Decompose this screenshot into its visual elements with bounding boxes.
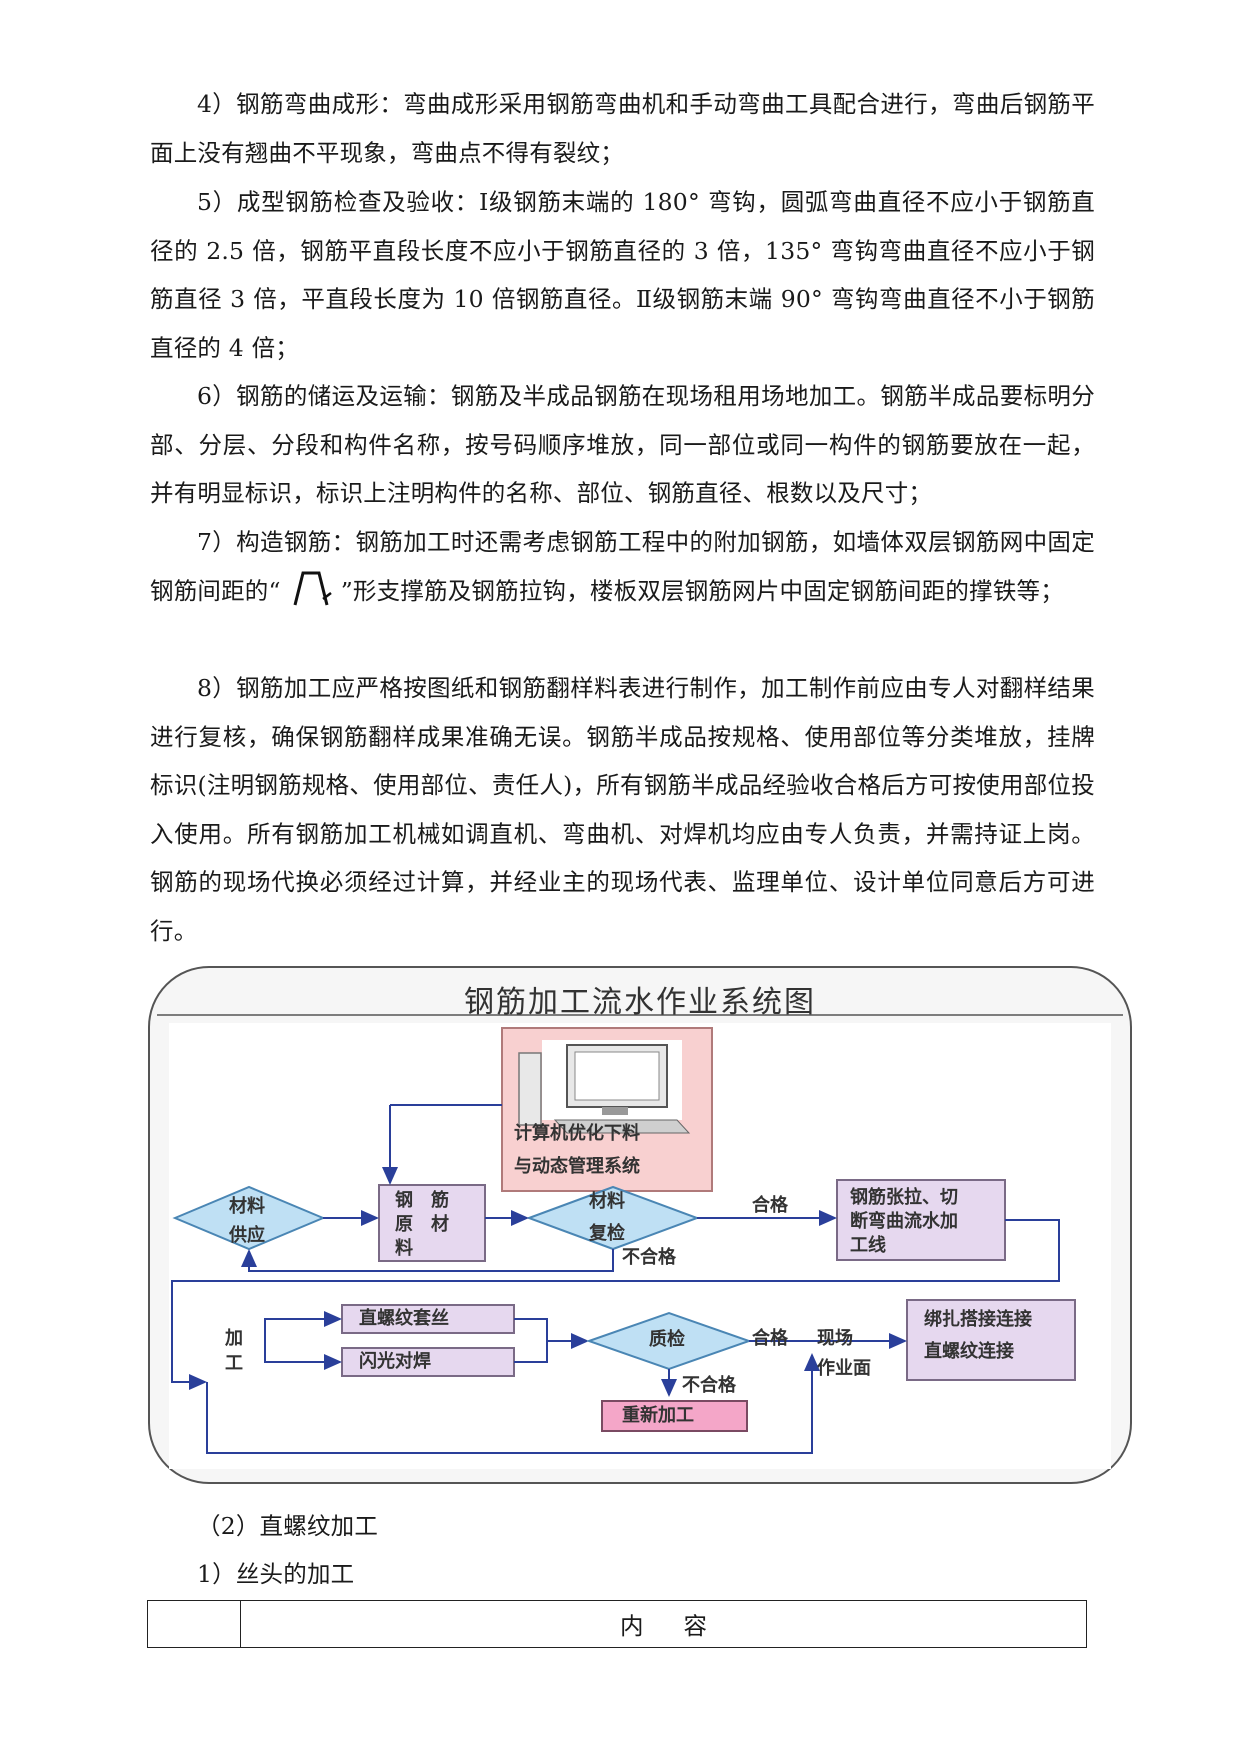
connection-box: [906, 1299, 1076, 1381]
support-bar-shape-icon: [293, 571, 332, 605]
flash-weld-label: 闪光对焊: [359, 1351, 431, 1372]
raw-material-label-2: 原 材: [395, 1214, 449, 1235]
paragraph-4-text: 4）钢筋弯曲成形：弯曲成形采用钢筋弯曲机和手动弯曲工具配合进行，弯曲后钢筋平面上…: [150, 90, 1095, 167]
raw-material-label-1: 钢 筋: [395, 1190, 449, 1211]
pass-label-1: 合格: [752, 1195, 788, 1216]
recheck-label-2: 复检: [589, 1223, 625, 1244]
paragraph-6: 6）钢筋的储运及运输：钢筋及半成品钢筋在现场租用场地加工。钢筋半成品要标明分部、…: [150, 372, 1095, 518]
paragraph-8-text: 8）钢筋加工应严格按图纸和钢筋翻样料表进行制作，加工制作前应由专人对翻样结果进行…: [150, 674, 1095, 945]
fail-label-1: 不合格: [622, 1247, 676, 1268]
connection-label-1: 绑扎搭接连接: [924, 1309, 1032, 1330]
paragraph-5-text: 5）成型钢筋检查及验收：Ⅰ级钢筋末端的 180° 弯钩，圆弧弯曲直径不应小于钢筋…: [150, 188, 1095, 362]
supply-label-1: 材料: [229, 1196, 265, 1217]
paragraph-5: 5）成型钢筋检查及验收：Ⅰ级钢筋末端的 180° 弯钩，圆弧弯曲直径不应小于钢筋…: [150, 178, 1095, 372]
connection-label-2: 直螺纹连接: [924, 1341, 1014, 1362]
paragraph-7-text-a: 7）构造钢筋：钢筋加工时还需考虑钢筋工程中的附加钢筋，如墙体双层钢筋网中固定钢筋…: [150, 528, 1095, 605]
rework-label: 重新加工: [622, 1405, 694, 1426]
thread-label: 直螺纹套丝: [359, 1308, 449, 1329]
sub-heading: 1）丝头的加工: [150, 1550, 1095, 1599]
processing-line-box: [836, 1179, 1006, 1261]
site-label-2: 作业面: [817, 1358, 871, 1379]
fail-label-2: 不合格: [682, 1375, 736, 1396]
section-heading-text: （2）直螺纹加工: [197, 1512, 379, 1540]
table-header-content: 内容: [620, 1612, 747, 1640]
thread-box: [341, 1304, 515, 1334]
recheck-label-1: 材料: [589, 1191, 625, 1212]
computer-label-2: 与动态管理系统: [514, 1156, 640, 1177]
raw-material-box: [378, 1184, 486, 1262]
section-heading: （2）直螺纹加工: [150, 1502, 1095, 1551]
pass-label-2: 合格: [752, 1328, 788, 1349]
table-cell-blank: [148, 1601, 241, 1647]
supply-label-2: 供应: [229, 1225, 265, 1246]
diagram-title: 钢筋加工流水作业系统图: [464, 985, 816, 1020]
processing-line-label-2: 断弯曲流水加: [850, 1211, 958, 1232]
rebar-flow-diagram: 钢筋加工流水作业系统图 计算机优化下料 与动态管理系统 材料 供应 钢 筋 原 …: [147, 965, 1133, 1485]
paragraph-7: 7）构造钢筋：钢筋加工时还需考虑钢筋工程中的附加钢筋，如墙体双层钢筋网中固定钢筋…: [150, 518, 1095, 615]
paragraph-6-text: 6）钢筋的储运及运输：钢筋及半成品钢筋在现场租用场地加工。钢筋半成品要标明分部、…: [150, 382, 1095, 507]
content-table: 内容: [147, 1600, 1087, 1648]
process-label-2: 工: [225, 1353, 243, 1374]
computer-icon: [518, 1040, 691, 1134]
raw-material-label-3: 料: [395, 1238, 413, 1259]
rework-box: [601, 1400, 748, 1432]
processing-line-label-1: 钢筋张拉、切: [850, 1187, 958, 1208]
paragraph-8: 8）钢筋加工应严格按图纸和钢筋翻样料表进行制作，加工制作前应由专人对翻样结果进行…: [150, 664, 1095, 955]
process-label-1: 加: [225, 1328, 243, 1349]
paragraph-7-text-b: ”形支撑筋及钢筋拉钩，楼板双层钢筋网片中固定钢筋间距的撑铁等；: [340, 576, 1064, 605]
sub-heading-text: 1）丝头的加工: [197, 1560, 355, 1588]
qc-label: 质检: [649, 1329, 685, 1350]
computer-label-1: 计算机优化下料: [514, 1123, 640, 1144]
site-label-1: 现场: [817, 1328, 853, 1349]
paragraph-4: 4）钢筋弯曲成形：弯曲成形采用钢筋弯曲机和手动弯曲工具配合进行，弯曲后钢筋平面上…: [150, 80, 1095, 177]
processing-line-label-3: 工线: [850, 1235, 886, 1256]
flow-diagram-graphics: [148, 966, 1132, 1484]
